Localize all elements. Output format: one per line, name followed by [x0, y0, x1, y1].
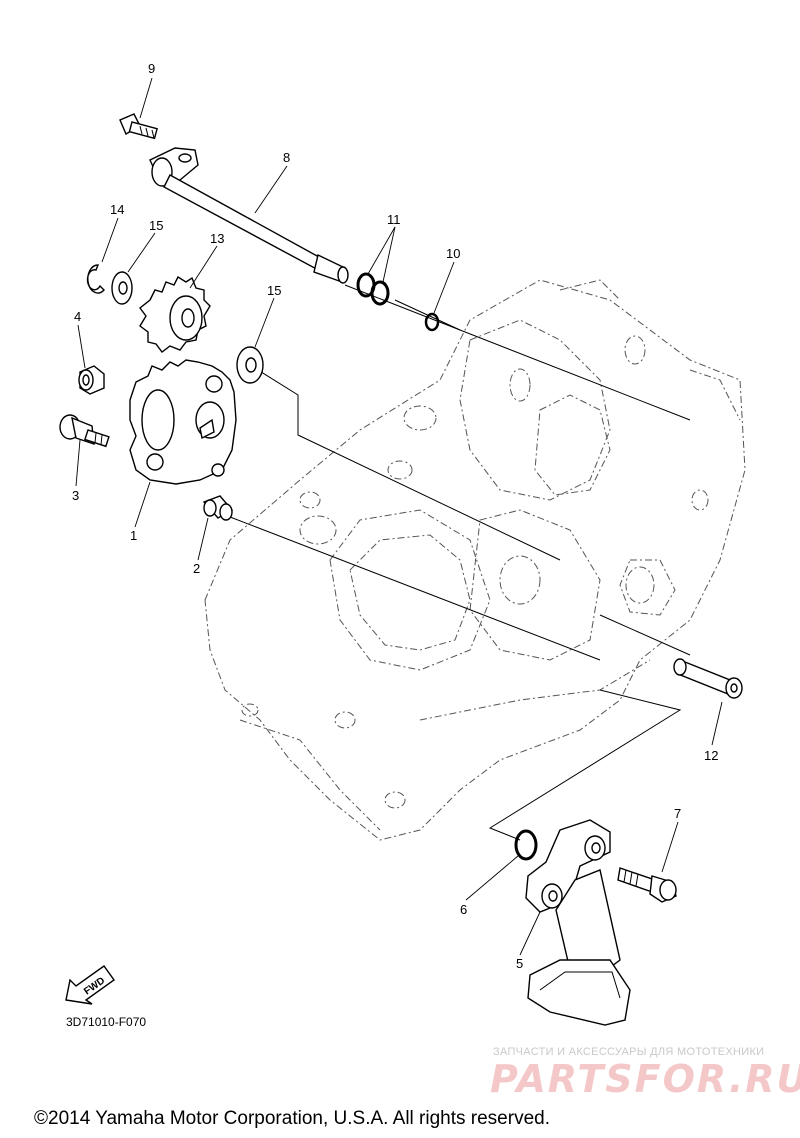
callout-15-left: 15 — [149, 218, 163, 233]
circlip-part-14 — [86, 264, 105, 294]
o-ring-part-6 — [514, 829, 538, 861]
callout-5: 5 — [516, 956, 523, 971]
crankcase-outline — [204, 279, 746, 841]
watermark: ЗАПЧАСТИ И АКСЕССУАРЫ ДЛЯ МОТОТЕХНИКИ PA… — [490, 1046, 800, 1101]
callout-13: 13 — [210, 231, 224, 246]
callout-2: 2 — [193, 561, 200, 576]
pipe-part-12 — [673, 658, 743, 699]
diagram-code: 3D71010-F070 — [66, 1015, 146, 1029]
callout-3: 3 — [72, 488, 79, 503]
washer-part-15-right — [236, 346, 264, 384]
callout-6: 6 — [460, 902, 467, 917]
oil-pump-part-1 — [129, 359, 237, 485]
watermark-site: PARTSFOR.RU — [490, 1057, 800, 1101]
oil-strainer-part-5 — [525, 819, 631, 1026]
fwd-arrow-icon: FWD — [65, 965, 115, 1005]
callout-1: 1 — [130, 528, 137, 543]
callout-14: 14 — [110, 202, 124, 217]
dowel-pin-part-2 — [202, 495, 234, 521]
bushing-part-4 — [78, 365, 105, 395]
copyright-notice: ©2014 Yamaha Motor Corporation, U.S.A. A… — [34, 1108, 550, 1129]
callout-9: 9 — [148, 61, 155, 76]
callout-labels: 9 8 11 10 14 15 13 15 4 3 1 2 12 7 6 5 — [72, 61, 718, 971]
leader-lines — [75, 77, 723, 956]
callout-7: 7 — [674, 806, 681, 821]
bolt-part-7 — [617, 867, 677, 903]
callout-10: 10 — [446, 246, 460, 261]
gear-part-13 — [139, 275, 211, 353]
assembly-lines — [179, 284, 691, 841]
callout-4: 4 — [74, 309, 81, 324]
o-ring-part-10 — [424, 312, 440, 332]
watermark-tagline: ЗАПЧАСТИ И АКСЕССУАРЫ ДЛЯ МОТОТЕХНИКИ — [493, 1046, 764, 1058]
callout-12: 12 — [704, 748, 718, 763]
washer-part-15-left — [111, 271, 133, 305]
callout-8: 8 — [283, 150, 290, 165]
bolt-part-3 — [59, 414, 110, 448]
o-rings-part-11 — [356, 272, 390, 306]
callout-15-right: 15 — [267, 283, 281, 298]
callout-11: 11 — [387, 212, 401, 227]
bolt-part-9 — [119, 113, 158, 140]
oil-pipe-part-8 — [149, 147, 349, 284]
